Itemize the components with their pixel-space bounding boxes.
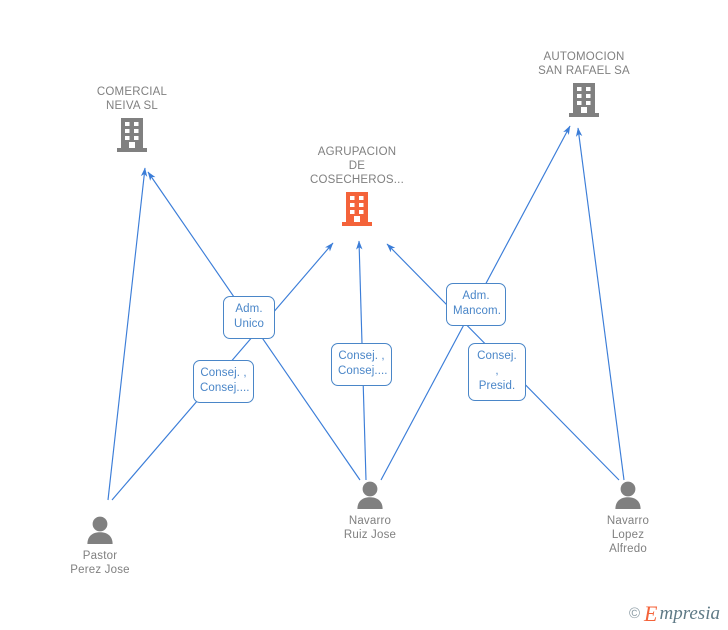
person-node-navarro-lopez-alfredo[interactable]: Navarro Lopez Alfredo: [553, 481, 703, 556]
company-label-automocion-san-rafael: AUTOMOCION SAN RAFAEL SA: [538, 51, 630, 77]
person-label-navarro-lopez-alfredo: Navarro Lopez Alfredo: [606, 515, 650, 555]
role-label-adm-mancom[interactable]: Adm. Mancom.: [446, 283, 506, 326]
role-label-adm-unico[interactable]: Adm. Unico: [223, 296, 275, 339]
empresia-watermark: © E mpresia: [628, 601, 720, 626]
role-label-consej-presid[interactable]: Consej. , Presid.: [468, 343, 526, 401]
role-label-consej-consej-2[interactable]: Consej. , Consej....: [331, 343, 392, 386]
person-label-pastor-perez-jose: Pastor Perez Jose: [70, 550, 130, 576]
brand-initial: E: [644, 601, 658, 626]
edge-pastor-to-comercial-neiva: [107, 167, 148, 501]
person-icon: [613, 481, 643, 509]
edge-navarro-lopez-to-automocion: [575, 127, 625, 481]
building-icon: [568, 82, 600, 118]
building-icon: [116, 117, 148, 153]
person-node-pastor-perez-jose[interactable]: Pastor Perez Jose: [25, 516, 175, 577]
company-label-comercial-neiva: COMERCIAL NEIVA SL: [96, 86, 168, 112]
company-node-automocion-san-rafael[interactable]: AUTOMOCION SAN RAFAEL SA: [509, 50, 659, 118]
person-icon: [85, 516, 115, 544]
company-node-agrupacion-cosecheros[interactable]: AGRUPACION DE COSECHEROS...: [282, 145, 432, 227]
brand-name: mpresia: [659, 603, 720, 624]
person-icon: [355, 481, 385, 509]
role-label-consej-consej-1[interactable]: Consej. , Consej....: [193, 360, 254, 403]
company-node-comercial-neiva[interactable]: COMERCIAL NEIVA SL: [57, 85, 207, 153]
company-label-agrupacion-cosecheros: AGRUPACION DE COSECHEROS...: [310, 146, 404, 186]
person-label-navarro-ruiz-jose: Navarro Ruiz Jose: [343, 515, 397, 541]
person-node-navarro-ruiz-jose[interactable]: Navarro Ruiz Jose: [295, 481, 445, 542]
copyright-icon: ©: [628, 605, 641, 622]
building-icon: [341, 191, 373, 227]
